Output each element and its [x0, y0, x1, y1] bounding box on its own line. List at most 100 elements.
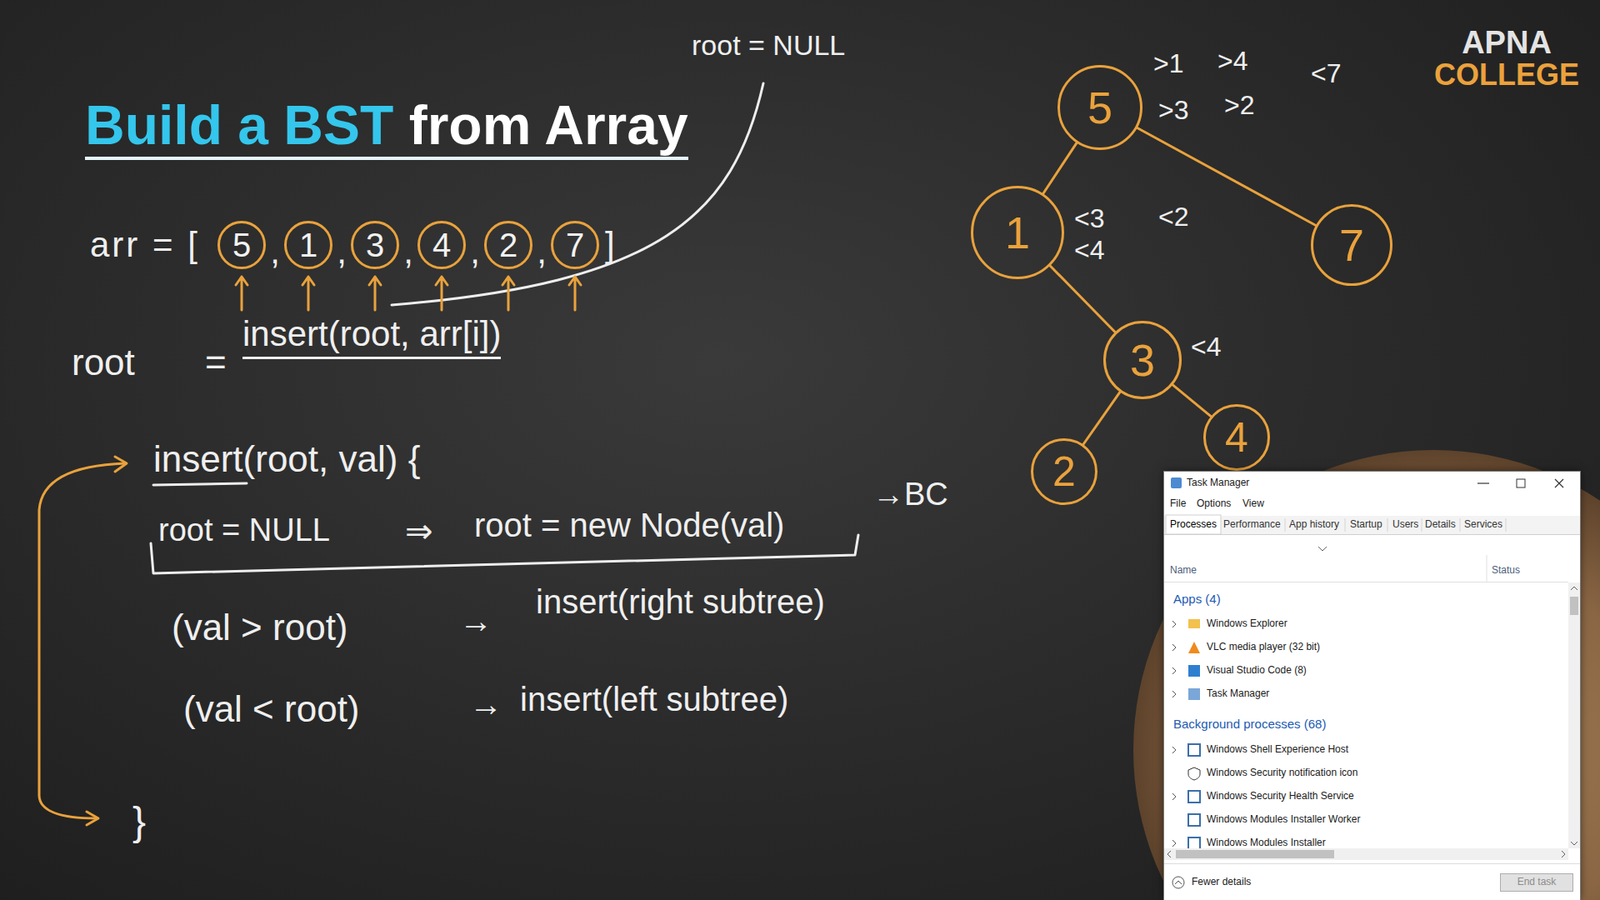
window-background — [1164, 471, 1580, 900]
node-label: 2 — [499, 228, 518, 262]
scrollbar-thumb — [1175, 850, 1335, 859]
column-divider — [1486, 555, 1488, 582]
explorer-icon — [1188, 619, 1200, 629]
tree-edge — [1043, 143, 1077, 195]
tab-label: Users — [1392, 519, 1419, 531]
process-name: Windows Modules Installer Worker — [1206, 814, 1361, 826]
process-name: Windows Security Health Service — [1206, 790, 1355, 803]
scroll-arrow — [1570, 586, 1578, 845]
chalk-code: insert(right subtree) — [535, 582, 825, 621]
comparison-note: >1 — [1153, 48, 1184, 80]
process-name: Windows Modules Installer — [1206, 837, 1326, 850]
node-label: 3 — [1130, 337, 1155, 383]
chalk-code: root = new Node(val) — [474, 505, 785, 545]
chalk-brace: } — [132, 798, 146, 845]
node-label: 7 — [1339, 222, 1365, 268]
tab-label: Processes — [1170, 519, 1217, 531]
tab-label: Details — [1425, 519, 1456, 531]
tab-label: Services — [1464, 519, 1503, 531]
window-title: Task Manager — [1186, 477, 1250, 490]
window-chrome — [1164, 471, 1580, 900]
minimize-icon — [1477, 482, 1490, 484]
tree-node: 5 — [1057, 65, 1143, 150]
array-comma: , — [403, 231, 414, 272]
pointer-arrow — [569, 276, 581, 310]
pointer-arrow — [502, 276, 515, 310]
group-heading: Apps (4) — [1173, 591, 1221, 606]
comparison-note: >4 — [1217, 45, 1248, 77]
menu-item: View — [1242, 498, 1265, 510]
comparison-note: <3 — [1074, 203, 1105, 235]
process-name: VLC media player (32 bit) — [1206, 641, 1320, 654]
tree-node: 4 — [1203, 404, 1270, 471]
comparison-note: <4 — [1190, 331, 1221, 363]
comparison-note: >2 — [1224, 90, 1255, 121]
scrollbar-thumb — [1570, 596, 1579, 615]
column-header: Name — [1170, 565, 1197, 577]
node-label: 4 — [432, 228, 451, 262]
expand-chevron — [1172, 620, 1176, 847]
array-cell: 2 — [484, 220, 533, 270]
vscode-icon — [1188, 665, 1200, 677]
comparison-note: >3 — [1158, 95, 1189, 126]
array-cell: 1 — [284, 220, 333, 270]
tab-rule — [1164, 534, 1580, 535]
node-label: 1 — [299, 228, 318, 262]
array-cell: 5 — [217, 220, 266, 270]
chalk-note: root = NULL — [691, 29, 845, 62]
comparison-note: <4 — [1074, 235, 1105, 266]
process-icon — [1188, 814, 1200, 826]
chalk-arrow: ⇒ — [405, 511, 434, 550]
tab-strip — [1164, 515, 1580, 535]
node-label: 2 — [1052, 450, 1076, 493]
bracket-arrowhead — [86, 811, 99, 825]
maximize-icon — [1516, 479, 1525, 488]
fewer-details-icon — [1172, 876, 1185, 889]
array-comma: , — [270, 231, 280, 272]
vlc-icon — [1188, 641, 1200, 654]
chalk-underlines — [150, 483, 859, 574]
array-comma: , — [536, 231, 547, 272]
pointer-arrow — [435, 276, 448, 310]
process-name: Task Manager — [1206, 688, 1270, 700]
node-label: 3 — [365, 228, 385, 262]
tab-divider — [1285, 518, 1506, 532]
fewer-details-chevron — [1175, 880, 1182, 885]
footer-rule — [1164, 863, 1580, 865]
pointer-arrows — [39, 276, 581, 825]
array-comma: , — [336, 231, 347, 272]
chalk-code: (val < root) — [183, 688, 360, 731]
disabled-button: End task — [1500, 873, 1575, 892]
process-name: Windows Explorer — [1206, 618, 1288, 630]
header-rule — [1164, 581, 1569, 583]
comparison-note: <2 — [1158, 201, 1189, 233]
tree-node: 1 — [970, 185, 1065, 280]
group-heading: Background processes (68) — [1173, 716, 1326, 731]
tree-edge — [1050, 265, 1115, 332]
chalk-code: insert(root, arr[i]) — [242, 314, 501, 359]
array-bracket: ] — [605, 225, 615, 265]
footer-link: Fewer details — [1191, 876, 1251, 889]
slide-title: Build a BST from Array — [85, 93, 689, 160]
array-cell: 3 — [350, 220, 400, 270]
shield-icon — [1188, 767, 1200, 780]
array-comma: , — [470, 231, 480, 272]
pointer-arrow — [302, 276, 315, 310]
tree-node: 7 — [1310, 204, 1393, 286]
tree-node: 2 — [1030, 438, 1098, 505]
selected-tab — [1165, 515, 1221, 535]
close-icon — [1555, 479, 1564, 488]
process-name: Windows Security notification icon — [1206, 767, 1358, 780]
array-cell: 4 — [417, 220, 466, 270]
process-icon — [1188, 790, 1200, 803]
tree-edge — [1083, 391, 1120, 445]
chalk-note: →BC — [872, 476, 949, 514]
column-header: Status — [1491, 565, 1520, 577]
tab-label: Performance — [1223, 519, 1281, 531]
chalk-arrow: → — [469, 685, 503, 724]
menu-item: Options — [1196, 498, 1231, 510]
chalk-code: (val > root) — [171, 606, 349, 650]
array-name: arr = [ — [90, 225, 200, 265]
chalk-code: root — [71, 341, 135, 385]
node-label: 4 — [1225, 416, 1249, 459]
